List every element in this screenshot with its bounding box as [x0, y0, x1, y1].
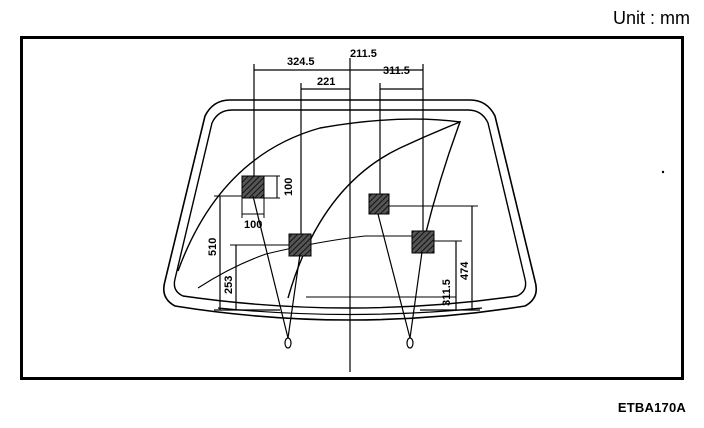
pad-lower-left [288, 233, 312, 257]
marker-dot [661, 170, 665, 174]
wiper-sweep-right [287, 120, 462, 299]
pad-lower-right [411, 230, 435, 254]
label-left-offset: 324.5 [287, 56, 315, 68]
pad-upper-left [241, 175, 265, 199]
unit-label: Unit : mm [612, 8, 690, 28]
label-pad-height: 100 [283, 178, 295, 196]
label-right-bottom: 311.5 [441, 279, 453, 306]
wiper-arm-left-a [252, 195, 289, 339]
wiper-pivot-left [284, 337, 292, 349]
label-pad-width: 100 [244, 219, 262, 231]
label-center: 211.5 [350, 48, 377, 60]
label-left-height-lower: 253 [223, 276, 235, 294]
wiper-arm-right-b [409, 251, 423, 339]
pad-upper-right [368, 193, 390, 215]
windshield-outer-outline [162, 99, 538, 321]
wiper-arm-left-b [287, 253, 301, 339]
figure-code: ETBA170A [617, 400, 686, 415]
wiper-sweep-inner [197, 235, 425, 289]
windshield-inner-outline [173, 109, 527, 309]
windshield-diagram: 324.5 211.5 311.5 221 100 100 510 253 47… [20, 36, 684, 380]
label-right-height-upper: 474 [459, 261, 471, 280]
label-right-offset: 311.5 [383, 65, 410, 77]
wiper-sweep-left [177, 118, 461, 272]
label-left-height-upper: 510 [207, 238, 219, 256]
label-inner-offset: 221 [317, 76, 335, 88]
diagram-border [20, 36, 684, 380]
wiper-pivot-right [406, 337, 414, 349]
wiper-arm-right-a [377, 213, 411, 339]
